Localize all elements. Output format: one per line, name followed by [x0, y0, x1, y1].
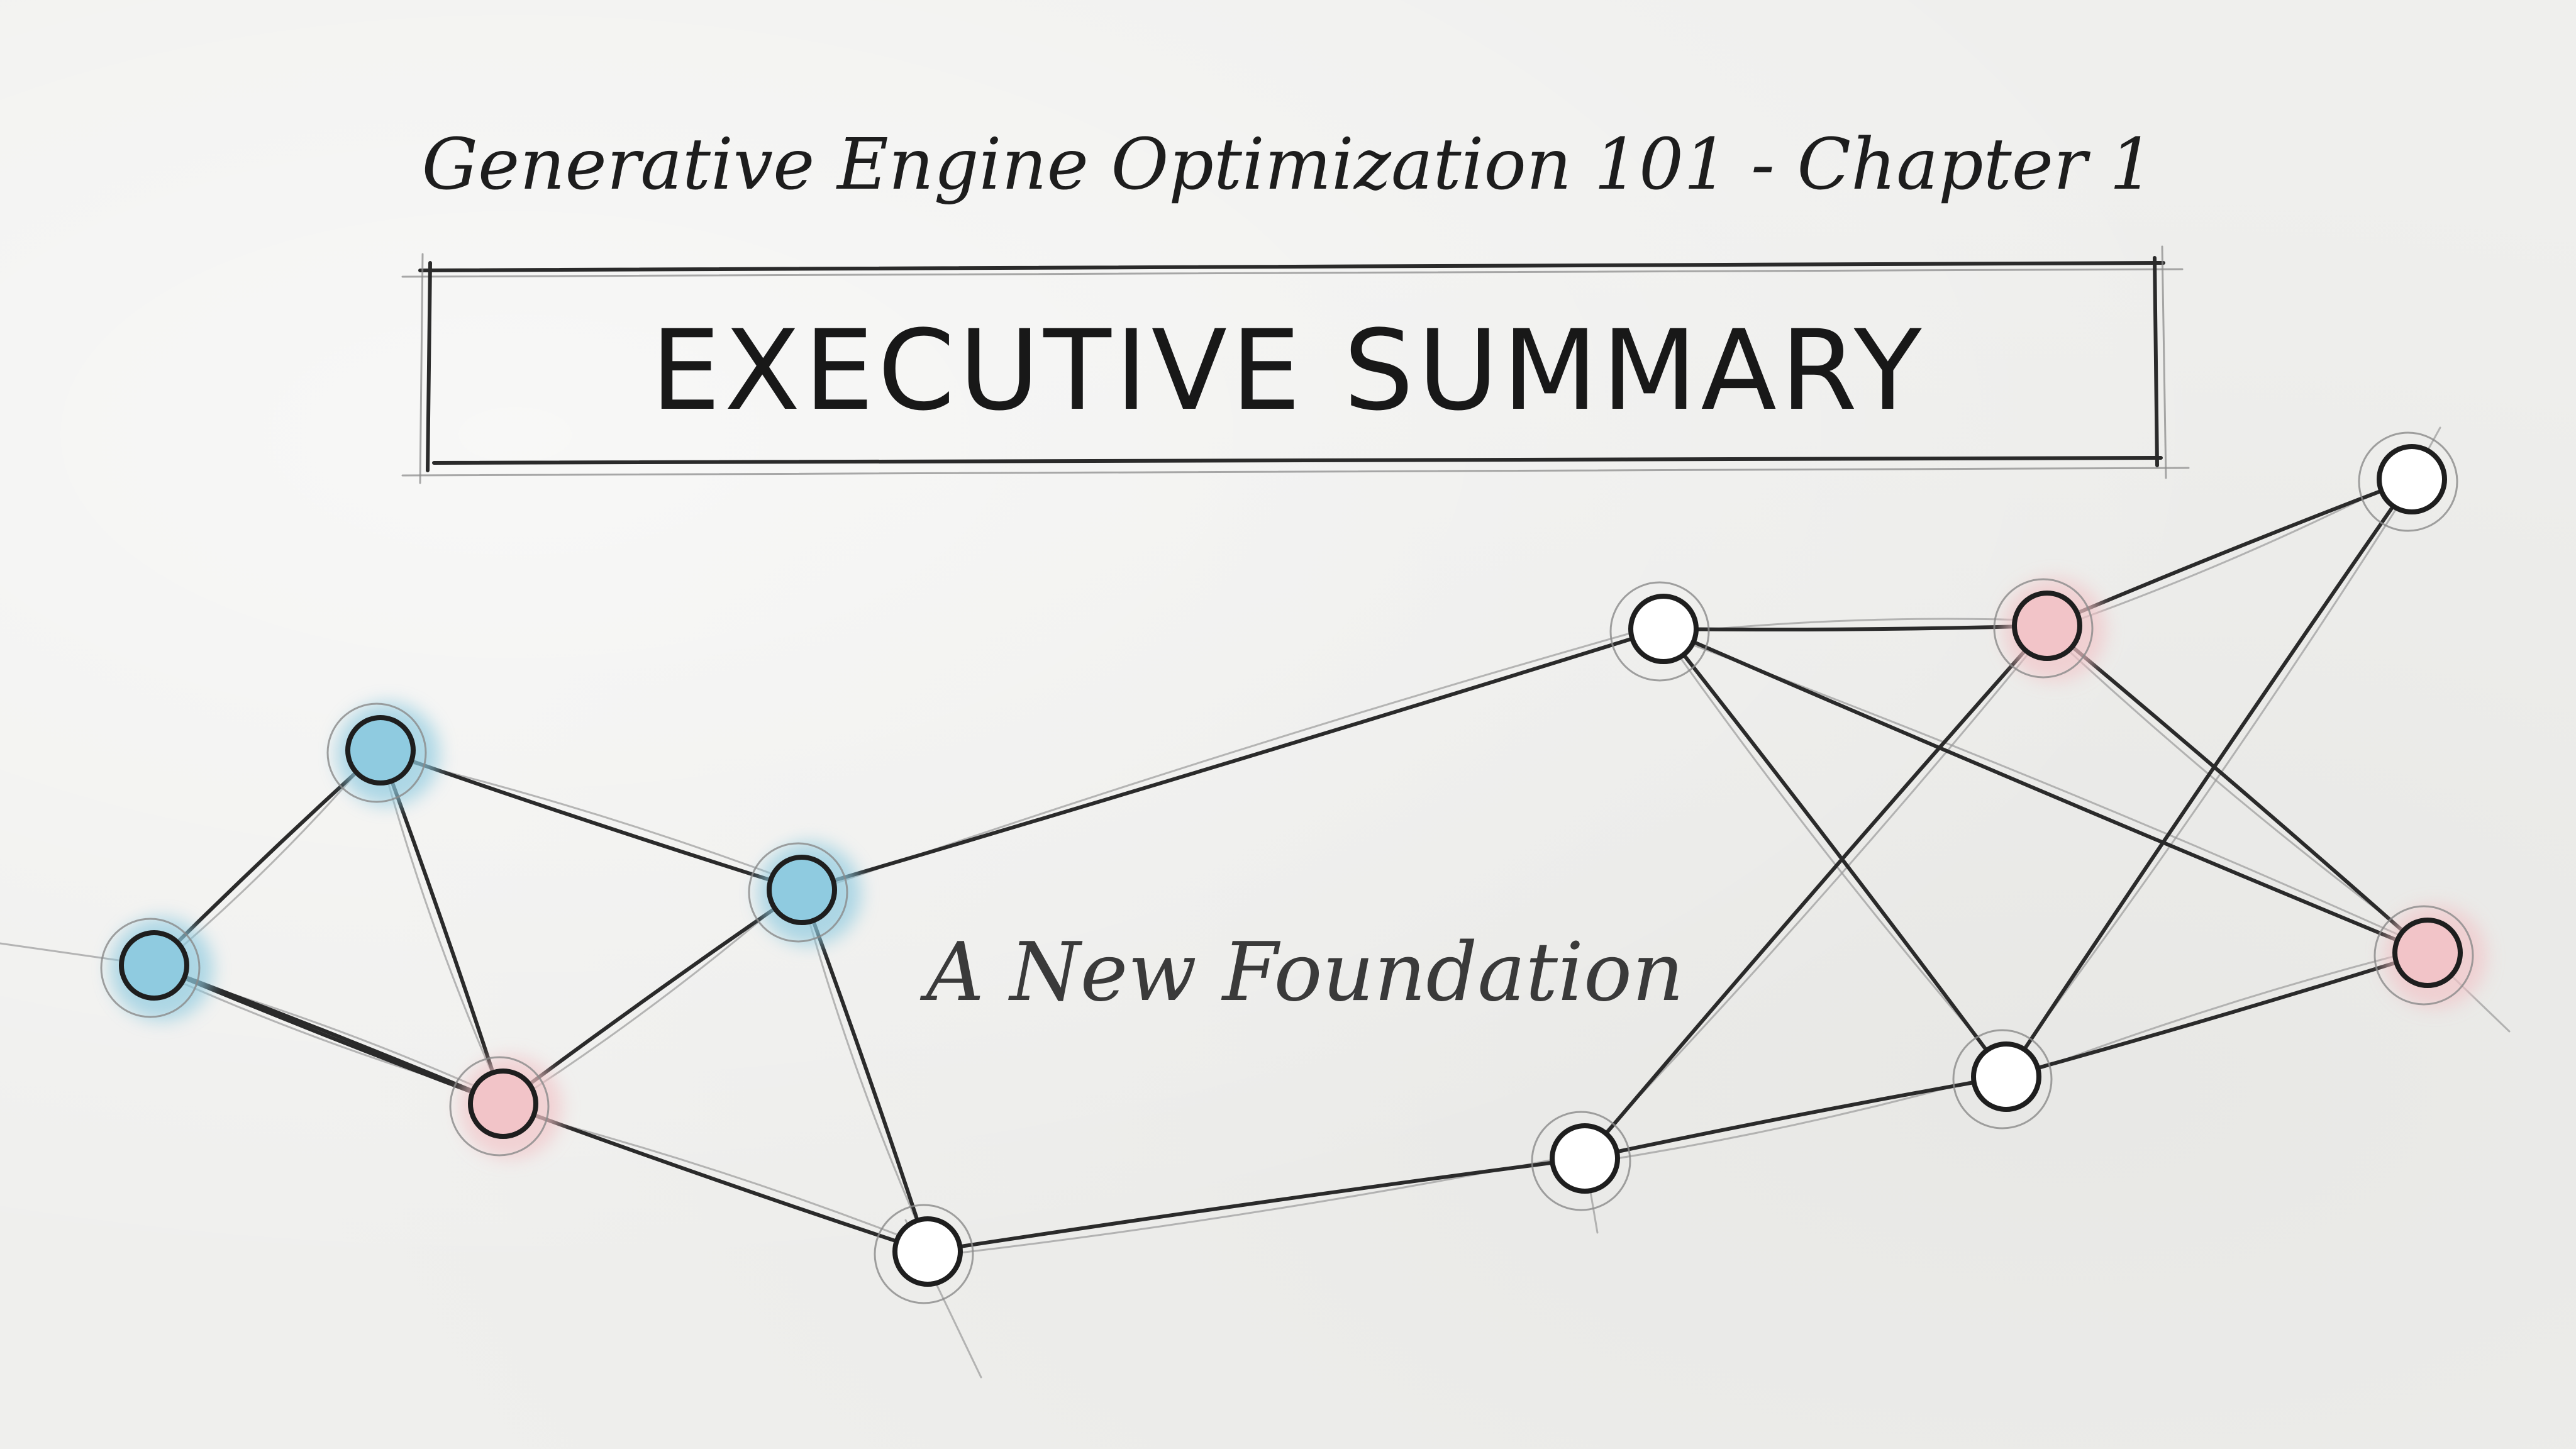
- network-edges-sketch: [0, 426, 2511, 1379]
- tagline: A New Foundation: [920, 926, 1684, 1019]
- network-edge-sketch: [801, 894, 929, 1248]
- node-circle: [2377, 444, 2447, 514]
- network-node-plain: [1531, 1111, 1631, 1211]
- network-node-pink: [2373, 905, 2487, 1008]
- network-node-blue: [326, 702, 440, 806]
- network-edge-sketch: [2005, 483, 2413, 1073]
- node-circle: [468, 1069, 538, 1139]
- network-edge: [1662, 624, 2049, 632]
- node-circle: [767, 855, 837, 925]
- node-circle: [1971, 1041, 2041, 1112]
- chapter-subtitle: Generative Engine Optimization 101 - Cha…: [422, 124, 2155, 206]
- node-circle: [2012, 591, 2082, 661]
- node-circle: [1628, 594, 1699, 664]
- network-edge: [1662, 627, 2429, 955]
- node-sketch-ring: [2358, 431, 2458, 532]
- node-circle: [119, 930, 189, 1001]
- network-node-pink: [1993, 578, 2106, 681]
- network-edge-sketch: [1662, 633, 2007, 1073]
- network-edge: [379, 748, 804, 892]
- title-box: [401, 245, 2190, 484]
- network-edge: [2045, 624, 2429, 955]
- network-node-plain: [1609, 581, 1710, 682]
- network-edge: [800, 888, 930, 1253]
- network-node-pink: [449, 1056, 562, 1159]
- network-node-plain: [2358, 431, 2458, 532]
- node-sketch-ring: [1609, 581, 1710, 682]
- node-sketch-ring: [2373, 905, 2474, 1006]
- node-circle: [2392, 918, 2463, 988]
- node-circle: [345, 715, 416, 786]
- network-edge: [1662, 627, 2008, 1079]
- node-circle: [892, 1216, 963, 1287]
- network-edge: [926, 1157, 1587, 1253]
- network-node-plain: [874, 1204, 974, 1304]
- node-sketch-ring: [1531, 1111, 1631, 1211]
- network-node-blue: [100, 918, 213, 1021]
- node-sketch-ring: [1993, 578, 2094, 679]
- node-sketch-ring: [326, 702, 427, 803]
- node-sketch-ring: [874, 1204, 974, 1304]
- network-edge: [1583, 624, 2049, 1160]
- page-title: EXECUTIVE SUMMARY: [651, 306, 1926, 435]
- network-edge: [2004, 477, 2414, 1079]
- network-nodes: [100, 431, 2487, 1304]
- network-node-blue: [748, 842, 861, 945]
- network-edge: [800, 627, 1665, 892]
- node-circle: [1550, 1123, 1620, 1194]
- network-node-plain: [1952, 1029, 2053, 1130]
- node-sketch-ring: [100, 918, 201, 1018]
- network-edge: [501, 1102, 930, 1253]
- node-sketch-ring: [748, 842, 848, 943]
- node-sketch-ring: [449, 1056, 550, 1157]
- node-sketch-ring: [1952, 1029, 2053, 1130]
- network-edge: [2004, 951, 2429, 1079]
- network-edge: [1583, 1075, 2008, 1160]
- network-edge-sketch: [1584, 630, 2048, 1155]
- network-edge: [2045, 477, 2414, 628]
- network-edges: [152, 477, 2429, 1253]
- network-edge: [501, 888, 804, 1106]
